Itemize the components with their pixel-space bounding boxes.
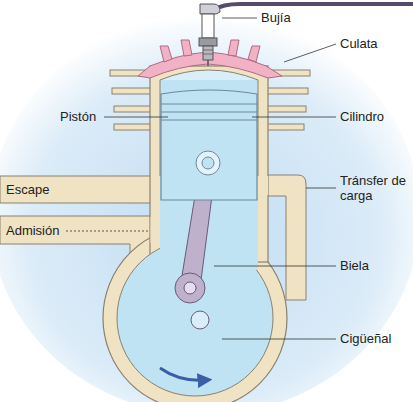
plug-thread bbox=[203, 46, 213, 60]
plug-nut bbox=[199, 38, 217, 46]
plug-electrode bbox=[207, 60, 209, 66]
transfer-opening bbox=[258, 176, 268, 195]
rotation-arrow bbox=[160, 368, 205, 380]
combustion-chamber bbox=[160, 70, 258, 80]
exhaust-opening bbox=[151, 176, 161, 203]
piston bbox=[161, 90, 257, 200]
ignition-wire bbox=[214, 4, 413, 10]
exhaust-port bbox=[0, 176, 156, 203]
part-label: Escape bbox=[4, 182, 51, 197]
part-label: Pistón bbox=[60, 109, 96, 124]
background-glow bbox=[0, 15, 413, 402]
part-label: Tránsfer de carga bbox=[340, 173, 410, 203]
part-label: Bujía bbox=[261, 10, 291, 25]
cylinder-bore bbox=[160, 80, 258, 270]
leader-lines bbox=[66, 18, 336, 339]
part-label: Admisión bbox=[4, 223, 61, 238]
plug-cap bbox=[200, 4, 220, 14]
plug-insulator bbox=[202, 14, 214, 38]
intake-opening bbox=[151, 217, 161, 243]
part-label: Cilindro bbox=[340, 109, 384, 124]
part-label: Biela bbox=[340, 258, 369, 273]
piston-pin bbox=[196, 151, 220, 175]
crankshaft-axis bbox=[191, 311, 209, 329]
part-label: Culata bbox=[340, 36, 378, 51]
piston-rings bbox=[161, 104, 257, 120]
part-label: Cigüeñal bbox=[340, 331, 391, 346]
rod-big-end bbox=[175, 273, 205, 303]
